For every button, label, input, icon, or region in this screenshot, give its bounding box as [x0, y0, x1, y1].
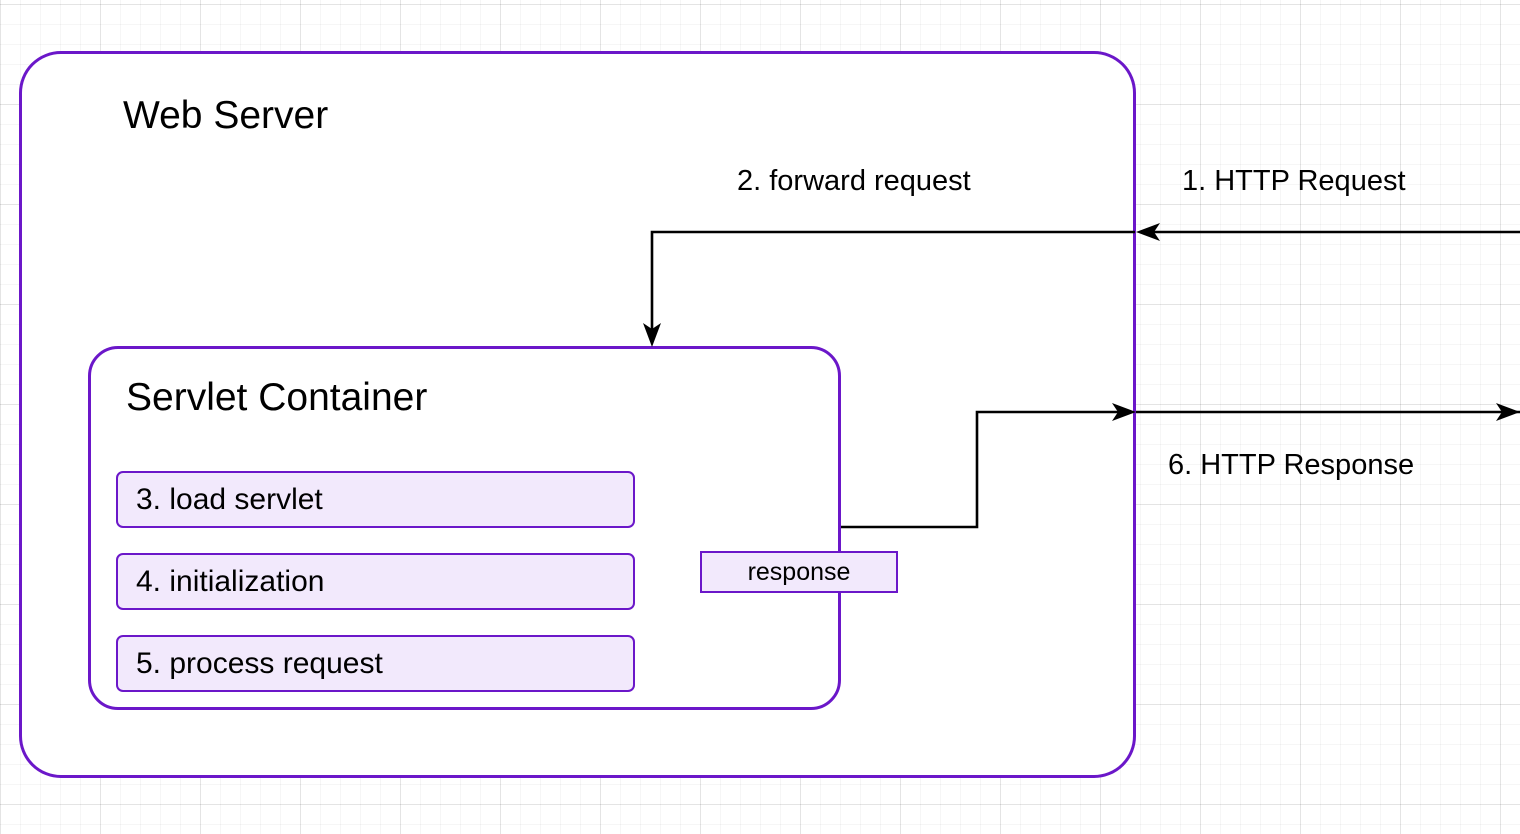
step-label: 4. initialization	[136, 564, 325, 598]
step-box-initialization[interactable]: 4. initialization	[116, 553, 635, 610]
step-box-process-request[interactable]: 5. process request	[116, 635, 635, 692]
web-server-title: Web Server	[123, 94, 329, 137]
response-node[interactable]: response	[700, 551, 898, 593]
step-label: 3. load servlet	[136, 482, 323, 516]
response-node-label: response	[747, 557, 851, 586]
arrow-forward-request	[643, 230, 1135, 347]
arrow-http-request	[1136, 223, 1520, 241]
step-box-load-servlet[interactable]: 3. load servlet	[116, 471, 635, 528]
edge-label-http-request: 1. HTTP Request	[1182, 165, 1406, 197]
step-label: 5. process request	[136, 646, 383, 680]
servlet-container-title: Servlet Container	[126, 376, 428, 419]
edge-label-http-response: 6. HTTP Response	[1168, 449, 1415, 481]
arrow-http-response	[841, 403, 1520, 529]
edge-label-forward-request: 2. forward request	[737, 165, 971, 197]
